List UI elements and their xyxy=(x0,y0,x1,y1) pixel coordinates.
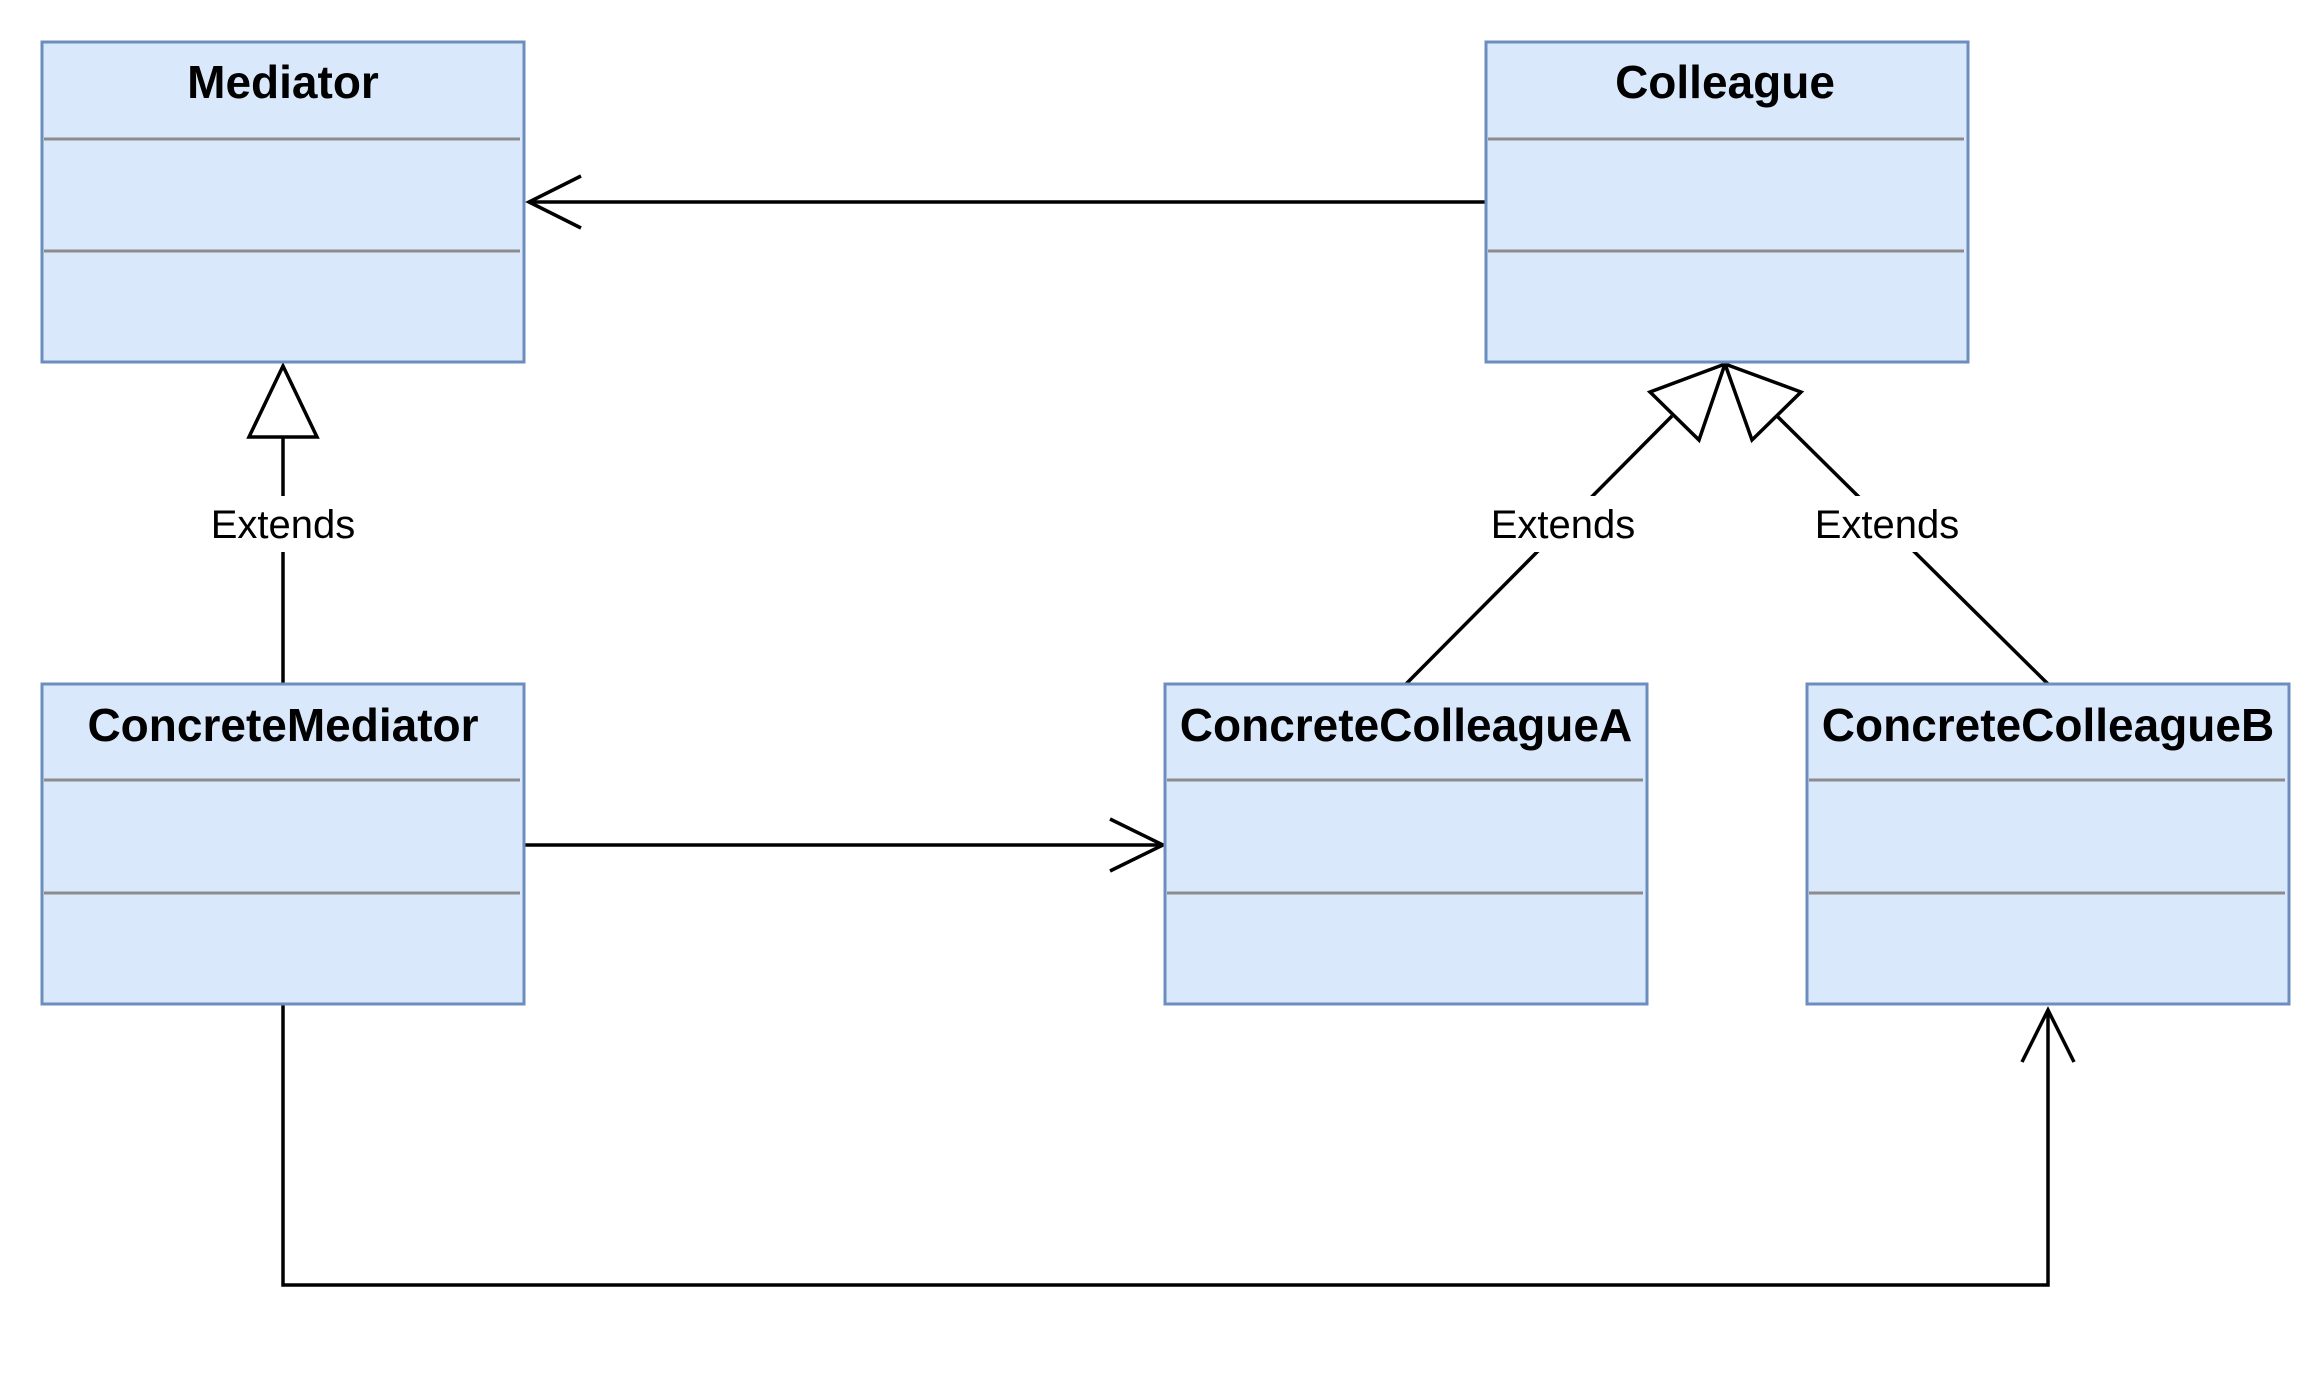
association-concrete-mediator-to-colleague-a xyxy=(525,817,1167,873)
class-concrete-mediator[interactable]: ConcreteMediator xyxy=(40,682,526,1006)
extends-label: Extends xyxy=(1491,503,1636,547)
open-arrow-head xyxy=(2020,1006,2076,1063)
open-arrow-head xyxy=(1109,817,1167,873)
class-colleague[interactable]: Colleague xyxy=(1484,40,1970,364)
extends-label: Extends xyxy=(1815,503,1960,547)
extends-label: Extends xyxy=(211,503,356,547)
class-name: Mediator xyxy=(187,56,379,108)
class-name: Colleague xyxy=(1615,56,1835,108)
class-name: ConcreteColleagueB xyxy=(1822,699,2274,751)
generalization-triangle xyxy=(246,361,320,439)
class-mediator[interactable]: Mediator xyxy=(40,40,526,364)
generalization-triangle xyxy=(1646,361,1728,444)
open-arrow-head xyxy=(525,174,582,230)
generalization-colleague-b-to-colleague: Extends xyxy=(1722,361,2050,686)
class-name: ConcreteMediator xyxy=(87,699,478,751)
class-concrete-colleague-b[interactable]: ConcreteColleagueB xyxy=(1805,682,2291,1006)
association-colleague-to-mediator xyxy=(525,174,1487,230)
generalization-colleague-a-to-colleague: Extends xyxy=(1404,361,1728,686)
association-concrete-mediator-to-colleague-b xyxy=(281,1005,2076,1287)
class-concrete-colleague-a[interactable]: ConcreteColleagueA xyxy=(1163,682,1649,1006)
generalization-triangle xyxy=(1722,361,1805,444)
generalization-concrete-mediator-to-mediator: Extends xyxy=(196,361,370,684)
class-name: ConcreteColleagueA xyxy=(1180,699,1632,751)
